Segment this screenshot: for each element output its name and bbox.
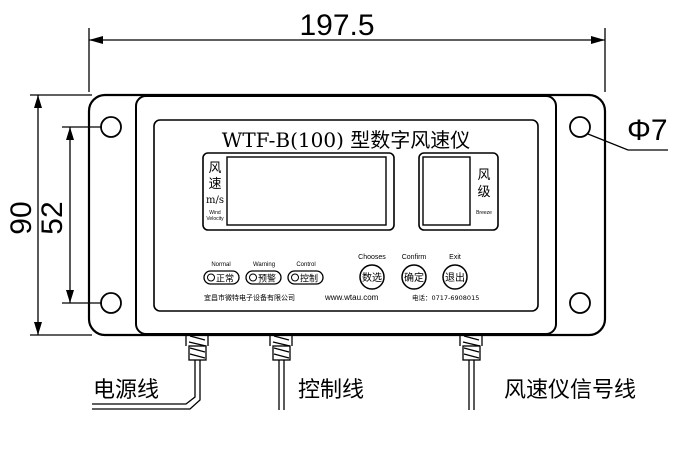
signal-cable-label: 风速仪信号线 <box>504 378 636 403</box>
indicator-control-frame <box>287 270 324 285</box>
indicator-warning-en: Warning <box>253 262 275 268</box>
height-dimension <box>30 94 92 336</box>
indicator-warning-cn: 预警 <box>258 273 276 285</box>
confirm-button-cn: 确定 <box>404 271 424 284</box>
indicator-normal: Normal 正常 <box>203 262 240 285</box>
mounting-hole-bottom-left <box>100 292 122 314</box>
breeze-display-frame <box>418 152 499 231</box>
indicator-warning-led <box>249 273 257 282</box>
hole-spacing-dimension <box>62 126 102 304</box>
width-dimension <box>88 28 606 92</box>
indicator-normal-led <box>207 273 215 282</box>
wind-speed-label-2: 速 <box>208 177 221 192</box>
choose-button-circle[interactable] <box>359 264 385 290</box>
company-name: 宜昌市微特电子设备有限公司 <box>204 293 295 302</box>
control-cable-label: 控制线 <box>298 378 364 403</box>
breeze-display-screen <box>422 156 471 226</box>
indicator-control-en: Control <box>296 262 315 268</box>
indicator-control-cn: 控制 <box>300 273 318 285</box>
exit-button-circle[interactable] <box>442 264 468 290</box>
hole-diameter-value: Φ7 <box>627 114 668 147</box>
device-title: WTF-B(100) 型数字风速仪 <box>222 128 470 152</box>
wind-speed-display-frame <box>202 152 395 231</box>
confirm-button-circle[interactable] <box>401 264 427 290</box>
choose-button-cn: 数选 <box>362 271 382 284</box>
power-cable-label: 电源线 <box>93 378 159 403</box>
height-dimension-value: 90 <box>5 201 38 234</box>
enclosure-inner <box>135 95 557 335</box>
indicator-control-led <box>291 273 299 282</box>
hole-spacing-value: 52 <box>36 201 69 234</box>
confirm-button[interactable]: Confirm 确定 <box>401 254 427 290</box>
breeze-label-1: 风 <box>477 168 490 183</box>
wind-speed-display-screen <box>226 156 387 226</box>
wind-speed-label-1: 风 <box>208 161 221 176</box>
choose-button[interactable]: Chooses 数选 <box>358 254 386 290</box>
mounting-hole-bottom-right <box>569 292 591 314</box>
website: www.wtau.com <box>324 293 379 302</box>
front-panel <box>153 119 539 312</box>
breeze-en: Breeze <box>476 210 492 216</box>
phone-number: 电话：0717-6908015 <box>412 293 479 302</box>
wind-speed-en-2: Velocity <box>206 216 224 222</box>
indicator-normal-en: Normal <box>211 262 230 268</box>
height-arrow-bottom <box>34 322 42 335</box>
control-cable-gland <box>269 335 293 361</box>
height-arrow-top <box>34 95 42 108</box>
indicator-warning-frame <box>245 270 282 285</box>
hole-diameter-leader <box>587 133 668 151</box>
signal-cable-gland <box>459 335 483 361</box>
mounting-hole-top-right <box>569 116 591 138</box>
wind-speed-en-1: Wind <box>209 210 221 216</box>
indicator-normal-cn: 正常 <box>216 273 234 285</box>
indicator-warning: Warning 预警 <box>245 262 282 285</box>
confirm-button-en: Confirm <box>402 254 427 261</box>
choose-button-en: Chooses <box>358 254 386 261</box>
exit-button-en: Exit <box>449 254 461 261</box>
indicator-normal-frame <box>203 270 240 285</box>
width-arrow-right <box>591 36 605 44</box>
power-cable-gland <box>185 335 209 361</box>
breeze-label-2: 级 <box>477 185 490 200</box>
signal-cable <box>468 360 475 410</box>
mounting-hole-top-left <box>100 116 122 138</box>
control-cable <box>278 360 285 410</box>
width-arrow-left <box>89 36 103 44</box>
wind-speed-unit: m/s <box>206 195 224 206</box>
exit-button-cn: 退出 <box>445 271 465 284</box>
width-dimension-value: 197.5 <box>299 9 374 42</box>
indicator-control: Control 控制 <box>287 262 324 285</box>
spacing-arrow-top <box>66 127 74 140</box>
exit-button[interactable]: Exit 退出 <box>442 254 468 290</box>
spacing-arrow-bottom <box>66 290 74 303</box>
power-cable <box>92 360 201 410</box>
